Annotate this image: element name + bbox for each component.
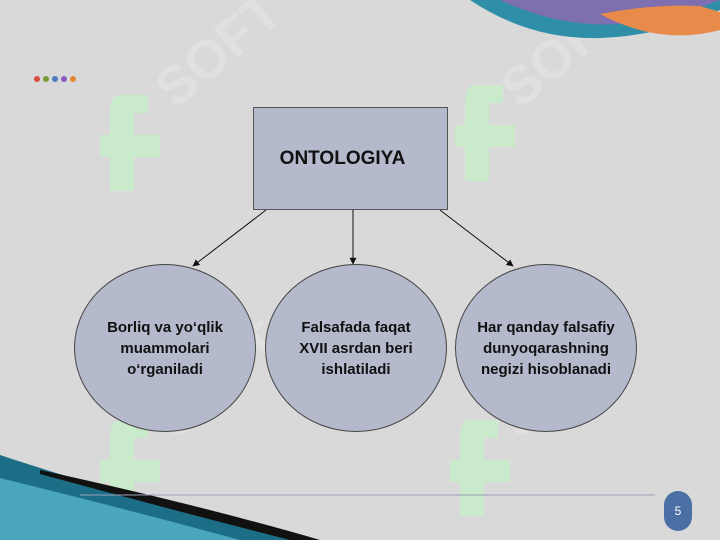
root-node: ONTOLOGIYA [253, 107, 448, 210]
bottom-left-swoosh-black [40, 470, 320, 540]
page-number: 5 [674, 504, 682, 518]
decor-dot-5 [70, 76, 76, 82]
decor-dot-3 [52, 76, 58, 82]
child-node-2-label: Falsafada faqat XVII asrdan beri ishlati… [299, 318, 413, 378]
child-node-3: Har qanday falsafiy dunyoqarashning negi… [455, 264, 637, 432]
watermark-logo-4 [450, 420, 510, 516]
watermark-logo-2 [455, 85, 515, 181]
decor-dot-1 [34, 76, 40, 82]
page-number-badge: 5 [664, 491, 692, 531]
arrow-to-child-3 [439, 209, 514, 267]
watermark-logo-1 [100, 95, 160, 191]
top-right-wave-orange [600, 5, 720, 36]
decor-dots [34, 76, 76, 82]
child-node-3-label: Har qanday falsafiy dunyoqarashning negi… [477, 318, 615, 378]
arrow-to-child-1 [192, 209, 267, 267]
decor-dot-4 [61, 76, 67, 82]
child-node-1: Borliq va yo‘qlik muammolari o‘rganiladi [74, 264, 256, 432]
decor-dot-2 [43, 76, 49, 82]
bottom-left-swoosh-light [0, 478, 240, 540]
root-node-label: ONTOLOGIYA [279, 147, 406, 169]
child-node-2: Falsafada faqat XVII asrdan beri ishlati… [265, 264, 447, 432]
child-node-1-label: Borliq va yo‘qlik muammolari o‘rganiladi [107, 318, 223, 378]
